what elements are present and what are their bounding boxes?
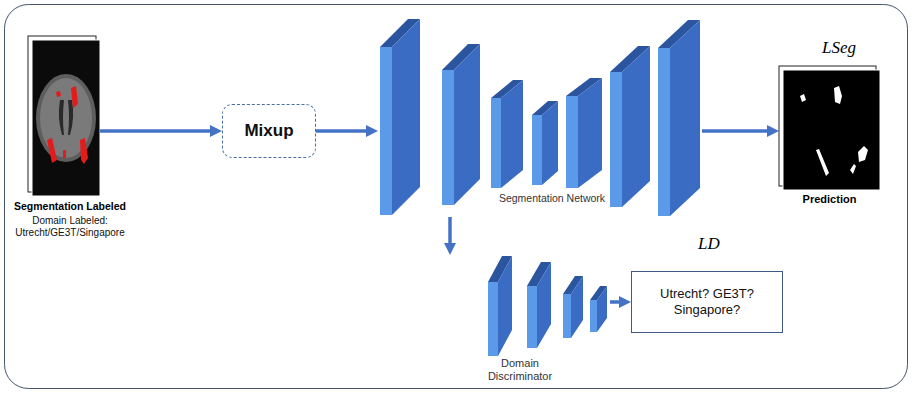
domain-discriminator: Domain Discriminator	[430, 255, 610, 360]
flow-arrow	[448, 217, 452, 243]
block-side	[542, 101, 558, 185]
flow-arrow	[100, 129, 210, 133]
image-ground	[32, 40, 100, 196]
image-ground	[783, 70, 880, 190]
lesion-mark	[56, 91, 61, 97]
ventricle	[59, 100, 64, 135]
block-front	[488, 282, 498, 356]
node-heading: Segmentation Labeled	[8, 200, 132, 213]
loss-label: LD	[698, 234, 720, 254]
segmentation-network-blocks	[380, 19, 700, 216]
block-side	[498, 256, 512, 356]
block-front	[658, 48, 670, 216]
block-side	[501, 80, 523, 188]
block-front	[491, 98, 501, 188]
lesion-mark	[63, 150, 66, 158]
block-side	[454, 44, 480, 205]
brain-outline	[36, 74, 96, 162]
block-front	[563, 294, 571, 338]
mask-spot	[850, 164, 856, 174]
node-caption: Prediction	[779, 193, 880, 205]
mask-spot	[816, 149, 829, 176]
box-label: Mixup	[244, 121, 293, 141]
segmentation-network: Segmentation Network	[378, 18, 702, 217]
discriminator-blocks	[488, 256, 607, 356]
outer-frame	[5, 5, 908, 389]
prediction-mask	[779, 66, 880, 190]
block-front	[532, 115, 542, 185]
flow-arrow	[316, 129, 366, 133]
block-side	[597, 286, 607, 332]
block-front	[527, 286, 537, 348]
block-front	[442, 70, 454, 205]
text-holder: Prediction	[779, 193, 880, 205]
box-label: Utrecht? GE3T? Singapore?	[640, 286, 774, 318]
network-label: Domain Discriminator	[470, 357, 570, 383]
domain-question-box: Utrecht? GE3T? Singapore?	[631, 271, 783, 333]
block-side	[537, 262, 551, 348]
input-image-node: Segmentation LabeledDomain Labeled: Utre…	[28, 36, 100, 196]
block-side	[578, 78, 602, 188]
loss-label: LSeg	[822, 38, 856, 58]
flow-arrow	[610, 300, 619, 304]
mask-spot	[800, 94, 806, 102]
block-front	[566, 96, 578, 188]
block-front	[380, 47, 392, 215]
mixup-box: Mixup	[222, 104, 316, 158]
brain-mri	[28, 36, 100, 196]
block-front	[590, 300, 597, 332]
lesion-mark	[80, 138, 88, 164]
block-side	[571, 276, 583, 338]
block-side	[670, 20, 700, 216]
lesion-mark	[71, 86, 78, 108]
mask-spot	[834, 86, 842, 104]
node-subcaption: Domain Labeled: Utrecht/GE3T/Singapore	[8, 215, 132, 239]
text-holder: Domain Discriminator	[470, 357, 570, 383]
prediction-image-node: Prediction	[779, 66, 880, 190]
text-holder: Mixup	[223, 105, 315, 157]
text-holder: Segmentation Network	[492, 192, 612, 205]
ventricle	[68, 100, 73, 135]
block-side	[392, 19, 420, 215]
text-holder: Segmentation LabeledDomain Labeled: Utre…	[8, 200, 132, 239]
lesion-mark	[47, 138, 57, 163]
block-side	[622, 46, 650, 207]
network-label: Segmentation Network	[492, 192, 612, 205]
text-holder: Utrecht? GE3T? Singapore?	[632, 272, 782, 332]
mask-spot	[858, 146, 868, 162]
flow-arrow	[702, 129, 767, 133]
block-front	[610, 72, 622, 207]
